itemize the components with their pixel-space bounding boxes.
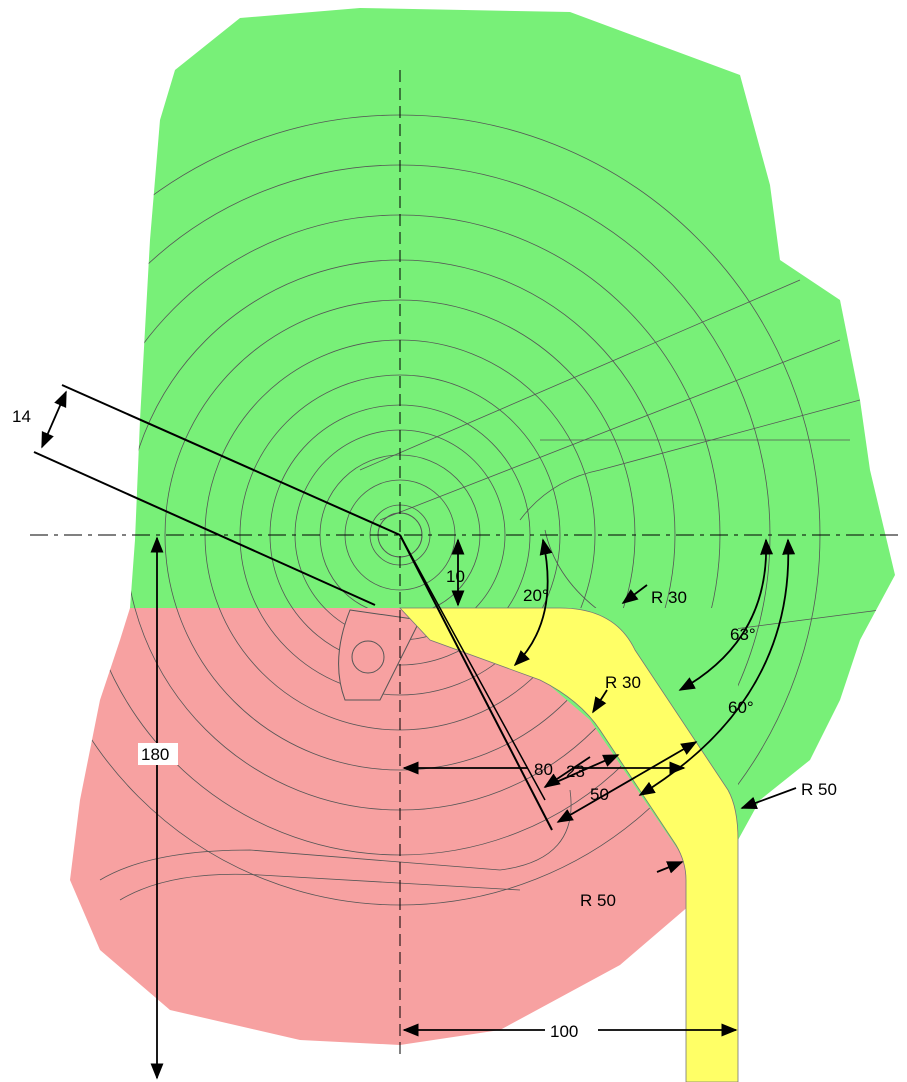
dim-top-offset-label: 10 bbox=[446, 567, 465, 586]
dim-angle-inner-label: 20° bbox=[523, 586, 549, 605]
dim-radius-top-label: R 30 bbox=[651, 588, 687, 607]
dim-radius-outer-label: R 50 bbox=[801, 780, 837, 799]
blade-line-2 bbox=[399, 534, 546, 801]
dim-len-23-label: 23 bbox=[566, 762, 585, 781]
dim-len-50-label: 50 bbox=[590, 785, 609, 804]
dimension-arrows bbox=[41, 390, 797, 1080]
dim-width-80-label: 80 bbox=[534, 760, 553, 779]
blade-line-1 bbox=[399, 534, 553, 831]
lug-hole bbox=[351, 640, 385, 674]
dim-thickness-label: 14 bbox=[12, 407, 31, 426]
lower-zone bbox=[70, 608, 690, 1045]
dim-angle-63-label: 63° bbox=[730, 625, 756, 644]
dim-width-100-label: 100 bbox=[550, 1022, 578, 1041]
dim-radius-inner-top-label: R 30 bbox=[605, 673, 641, 692]
dim-radius-inner-label: R 50 bbox=[580, 891, 616, 910]
edge-line-top bbox=[61, 384, 401, 536]
edge-line-bottom bbox=[33, 451, 376, 606]
dim-height-label: 180 bbox=[141, 745, 169, 764]
dim-angle-60-label: 60° bbox=[728, 698, 754, 717]
